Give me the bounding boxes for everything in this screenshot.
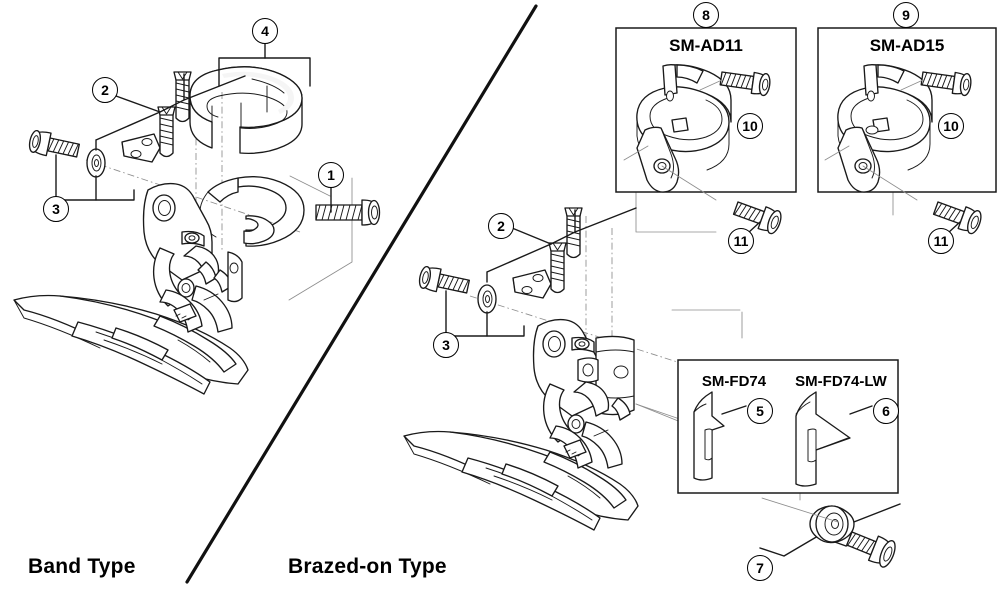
box-title-sm-fd74-lw: SM-FD74-LW	[795, 373, 887, 390]
clamp-adapter-ad15	[824, 63, 972, 201]
bolt-washer-group-3	[28, 129, 106, 178]
plate-and-screws-2	[121, 71, 192, 163]
callout-5[interactable]: 5	[747, 398, 773, 424]
callout-7[interactable]: 7	[747, 555, 773, 581]
left-callout-leaders	[55, 43, 332, 213]
plate-sm-fd74	[693, 391, 725, 481]
box-title-sm-ad11: SM-AD11	[669, 36, 743, 55]
callout-2-left[interactable]: 2	[92, 77, 118, 103]
band-type-label: Band Type	[28, 555, 136, 578]
callout-3-right[interactable]: 3	[433, 332, 459, 358]
clamp-adapter-ad11	[623, 63, 771, 201]
callout-3-left[interactable]: 3	[43, 196, 69, 222]
box-title-sm-ad15: SM-AD15	[869, 36, 945, 55]
box-title-sm-fd74: SM-FD74	[701, 373, 767, 390]
callout-9[interactable]: 9	[893, 2, 919, 28]
callout-2-right[interactable]: 2	[488, 213, 514, 239]
bolt-11-left	[732, 201, 782, 235]
callout-11-right[interactable]: 11	[928, 228, 954, 254]
right-callout-leaders	[445, 207, 901, 557]
plate-sm-fd74-lw	[795, 391, 851, 487]
clamp-bolt-1	[315, 199, 381, 226]
washer	[86, 148, 106, 178]
fd74-leaders	[721, 405, 873, 415]
callout-11-left[interactable]: 11	[728, 228, 754, 254]
section-divider	[185, 4, 538, 584]
derailleur-body-brazed	[403, 318, 639, 531]
callout-1[interactable]: 1	[318, 162, 344, 188]
washer-bolt-group-7	[761, 497, 896, 568]
callout-8[interactable]: 8	[693, 2, 719, 28]
derailleur-body-band	[13, 176, 305, 395]
band-adapter-ring	[189, 66, 303, 155]
bolt-washer-group-3-right	[418, 265, 497, 314]
callout-10-right[interactable]: 10	[938, 113, 964, 139]
callout-4[interactable]: 4	[252, 18, 278, 44]
brazed-on-type-label: Brazed-on Type	[288, 555, 447, 578]
plate-and-screws-2-right	[512, 207, 583, 299]
callout-6[interactable]: 6	[873, 398, 899, 424]
washer-right	[477, 284, 497, 314]
callout-10-left[interactable]: 10	[737, 113, 763, 139]
